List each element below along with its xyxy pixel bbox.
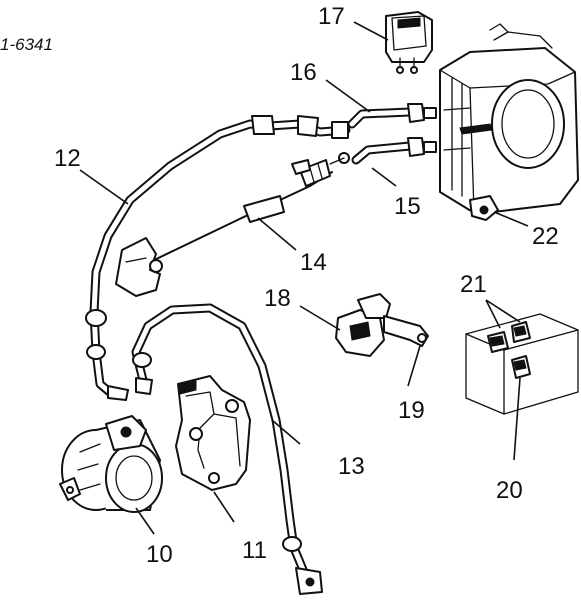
label-11: 11 xyxy=(242,537,267,564)
parts-20-21-box xyxy=(465,313,579,415)
part-22-evaporator-unit xyxy=(439,23,579,221)
label-15: 15 xyxy=(394,193,421,220)
reference-number: 1-6341 xyxy=(0,35,53,54)
label-16: 16 xyxy=(290,59,317,86)
part-10-compressor xyxy=(59,415,163,513)
label-22: 22 xyxy=(532,223,559,250)
label-13: 13 xyxy=(338,453,365,480)
label-19: 19 xyxy=(398,397,425,424)
part-12-hose xyxy=(85,115,351,401)
label-12: 12 xyxy=(54,145,81,172)
part-15-pipe xyxy=(351,137,437,165)
part-19-bracket xyxy=(383,315,429,347)
part-13-hose xyxy=(131,303,323,595)
label-14: 14 xyxy=(300,249,327,276)
leader-lines xyxy=(79,21,529,535)
label-18: 18 xyxy=(264,285,291,312)
part-18-pressure-switch xyxy=(335,293,391,357)
label-10: 10 xyxy=(146,541,173,568)
label-21: 21 xyxy=(460,271,487,298)
part-17-switch xyxy=(385,11,433,74)
part-16-pipe xyxy=(347,103,437,129)
label-17: 17 xyxy=(318,3,345,30)
part-11-bracket xyxy=(175,375,251,491)
label-20: 20 xyxy=(496,477,523,504)
part-14-clamp-rod xyxy=(115,152,350,297)
